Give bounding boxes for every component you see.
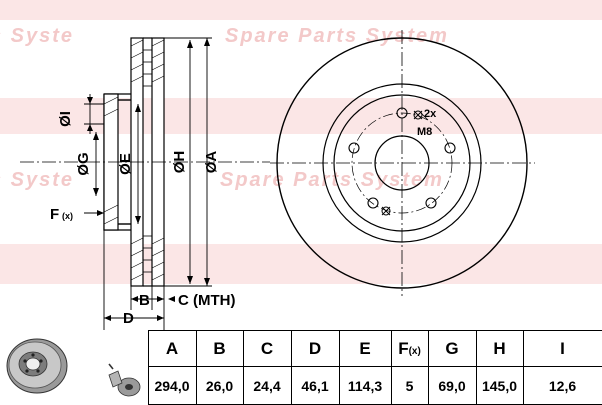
header-C: C <box>242 329 292 368</box>
label-C: C (MTH) <box>178 292 235 309</box>
value-B: 26,0 <box>195 366 244 405</box>
label-F-sub: (x) <box>62 211 73 221</box>
value-D: 46,1 <box>290 366 340 405</box>
value-E: 114,3 <box>338 366 392 405</box>
watermark: Spare Parts System Spare Parts System s … <box>0 0 602 284</box>
vent-fins <box>143 49 152 273</box>
bolt-hole <box>367 197 379 209</box>
label-G: ØG <box>75 152 92 175</box>
watermark-stripe-low <box>0 244 602 284</box>
bolt-part-icon <box>108 363 141 396</box>
threaded-hole <box>413 110 423 120</box>
product-thumbnail <box>0 330 149 405</box>
dimension-arrows <box>87 38 210 321</box>
header-H: H <box>475 329 524 368</box>
technical-drawing: Spare Parts System Spare Parts System s … <box>0 0 602 330</box>
front-view-labels: 2x M8 <box>417 108 437 138</box>
value-C: 24,4 <box>242 366 292 405</box>
watermark-text-3: s Syste <box>0 25 74 47</box>
threaded-holes <box>381 110 423 216</box>
watermark-text-2: Spare Parts System <box>220 169 444 191</box>
spec-table: A B C D E F(x) G H I 294,0 26,0 24,4 46,… <box>0 329 602 405</box>
header-G: G <box>427 329 477 368</box>
label-F: F <box>50 206 59 223</box>
bolt-hole <box>425 197 437 209</box>
bolt-holes <box>348 107 456 209</box>
header-F-letter: F <box>398 338 409 358</box>
value-F: 5 <box>390 366 429 405</box>
threaded-hole <box>381 206 391 216</box>
header-F: F(x) <box>390 329 429 368</box>
spec-header-row: A B C D E F(x) G H I <box>0 329 602 405</box>
label-I: ØI <box>57 111 74 127</box>
header-E: E <box>338 329 392 368</box>
header-A: A <box>147 329 197 368</box>
section-hatching <box>103 39 165 281</box>
value-H: 145,0 <box>475 366 524 405</box>
header-I: I <box>522 329 602 368</box>
bolt-note-count: 2x <box>424 108 437 120</box>
bolt-hole <box>396 107 408 119</box>
label-A: ØA <box>203 151 220 174</box>
watermark-text-1: Spare Parts System <box>225 25 449 47</box>
disc-thumbnail-icon <box>6 338 141 396</box>
value-I: 12,6 <box>522 366 602 405</box>
dimension-lines <box>84 37 212 330</box>
bolt-note-size: M8 <box>417 126 432 138</box>
bolt-hole <box>444 142 456 154</box>
bolt-hole <box>348 142 360 154</box>
label-D: D <box>123 310 134 327</box>
label-B: B <box>139 292 150 309</box>
label-E: ØE <box>117 153 134 175</box>
side-view <box>20 37 270 330</box>
value-G: 69,0 <box>427 366 477 405</box>
label-H: ØH <box>171 151 188 174</box>
bolt-note-leader <box>420 112 429 121</box>
front-view <box>270 30 535 296</box>
header-D: D <box>290 329 340 368</box>
header-F-sub: (x) <box>408 345 421 357</box>
watermark-text-4: s Syste <box>0 169 74 191</box>
watermark-stripe-top <box>0 0 602 20</box>
side-view-labels: ØI ØG ØE ØH ØA F (x) B C (MTH) D <box>50 111 235 327</box>
header-B: B <box>195 329 244 368</box>
value-A: 294,0 <box>147 366 197 405</box>
